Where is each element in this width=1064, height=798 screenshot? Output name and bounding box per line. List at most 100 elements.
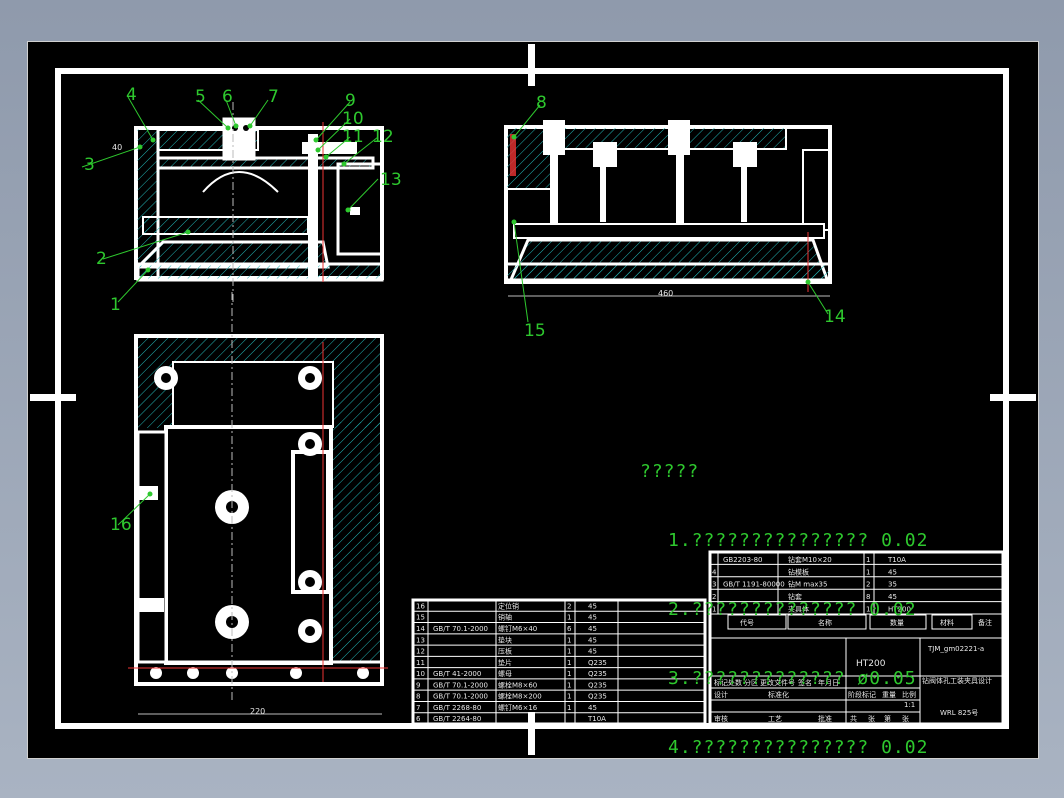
bom-left-name: 螺钉M6×40 bbox=[498, 624, 537, 633]
svg-text:审核: 审核 bbox=[714, 714, 728, 723]
svg-text:更改文件号: 更改文件号 bbox=[760, 678, 795, 687]
bom-left-no: 10 bbox=[416, 670, 425, 678]
bom-left-mat: Q235 bbox=[588, 659, 607, 667]
bom-left-name: 垫块 bbox=[498, 635, 512, 644]
bom-right-mat: HT200 bbox=[888, 606, 911, 614]
callout-9: 9 bbox=[345, 91, 356, 111]
svg-text:重量: 重量 bbox=[882, 691, 896, 699]
callout-6: 6 bbox=[222, 87, 233, 107]
title-scale: 1:1 bbox=[904, 701, 915, 709]
svg-text:第: 第 bbox=[884, 714, 891, 723]
bom-right-mat: 45 bbox=[888, 593, 897, 601]
bom-left-qty: 1 bbox=[567, 681, 571, 689]
bom-left-mat: 45 bbox=[588, 704, 597, 712]
note-2: 2.?????????????? 0.02 bbox=[668, 599, 917, 620]
bom-left-no: 9 bbox=[416, 681, 420, 689]
bom-left-qty: 1 bbox=[567, 636, 571, 644]
bom-right-name: 夹具体 bbox=[788, 605, 809, 614]
svg-text:张: 张 bbox=[902, 714, 909, 723]
bom-left-qty: 1 bbox=[567, 648, 571, 656]
bom-left-name: 螺钉M6×16 bbox=[498, 703, 538, 712]
bom-right-no: 4 bbox=[712, 568, 717, 576]
bom-right-qty: 8 bbox=[866, 593, 870, 601]
bom-left-no: 8 bbox=[416, 693, 420, 701]
bom-left-no: 11 bbox=[416, 659, 425, 667]
title-material: HT200 bbox=[856, 659, 886, 669]
technical-notes: ????? 1.??????????????? 0.02 2.?????????… bbox=[640, 414, 928, 782]
bom-right-no: 1 bbox=[712, 606, 716, 614]
bom-left-mat: Q235 bbox=[588, 693, 607, 701]
svg-text:张: 张 bbox=[868, 714, 875, 723]
note-4: 4.??????????????? 0.02 bbox=[668, 737, 929, 758]
bom-left-name: 螺栓M8×200 bbox=[498, 692, 542, 701]
bom-right-mat: T10A bbox=[887, 556, 906, 564]
svg-text:设计: 设计 bbox=[714, 690, 728, 699]
bom-left-code: GB/T 41-2000 bbox=[433, 670, 481, 678]
callout-8: 8 bbox=[536, 93, 547, 113]
bom-right-qty: 1 bbox=[866, 568, 870, 576]
bom-right-no: 3 bbox=[712, 581, 716, 589]
bom-right-name: 钻M max35 bbox=[788, 580, 827, 589]
svg-text:工艺: 工艺 bbox=[768, 715, 782, 723]
bom-left-no: 13 bbox=[416, 636, 425, 644]
bom-right-no: 2 bbox=[712, 593, 716, 601]
bom-right-mat: 35 bbox=[888, 581, 897, 589]
bom-left-mat: 45 bbox=[588, 614, 597, 622]
svg-text:标记: 标记 bbox=[714, 678, 728, 687]
title-name: 钻阀体孔工装夹具设计 bbox=[922, 676, 992, 685]
callout-12: 12 bbox=[372, 127, 394, 147]
bom-left-code: GB/T 70.1-2000 bbox=[433, 681, 488, 689]
svg-text:签名: 签名 bbox=[798, 678, 812, 687]
bom-left-qty: 1 bbox=[567, 704, 571, 712]
bom-left-code: GB/T 2268-80 bbox=[433, 704, 481, 712]
callout-10: 10 bbox=[342, 109, 364, 129]
bom-left-qty: 1 bbox=[567, 670, 571, 678]
bom-right-code: GB/T 1191-80000 bbox=[723, 581, 785, 589]
bom-left-qty: 6 bbox=[567, 625, 572, 633]
bom-left-name: 垫片 bbox=[498, 658, 512, 667]
svg-text:分区: 分区 bbox=[744, 678, 758, 687]
callout-14: 14 bbox=[824, 307, 846, 327]
bom-left-name: 压板 bbox=[498, 647, 512, 656]
svg-text:标准化: 标准化 bbox=[768, 690, 789, 699]
bom-right-qty: 1 bbox=[866, 556, 870, 564]
bom-right-h2: 数量 bbox=[890, 618, 904, 627]
svg-text:批准: 批准 bbox=[818, 714, 832, 723]
dim-left-width: 40 bbox=[112, 143, 122, 152]
svg-text:阶段标记: 阶段标记 bbox=[848, 690, 876, 699]
callout-2: 2 bbox=[96, 249, 107, 269]
title-school: WRL 825号 bbox=[940, 709, 978, 717]
note-1: 1.??????????????? 0.02 bbox=[668, 530, 929, 551]
drawing-canvas: 1 2 3 4 5 6 7 8 9 10 11 12 13 14 15 16 4… bbox=[27, 41, 1039, 759]
bom-left-mat: 45 bbox=[588, 636, 597, 644]
bom-right-h1: 名称 bbox=[818, 618, 832, 627]
bom-left-no: 15 bbox=[416, 614, 425, 622]
bom-left-name: 定位销 bbox=[498, 601, 519, 610]
bom-left-mat: 45 bbox=[588, 648, 597, 656]
bom-left-mat: 45 bbox=[588, 602, 597, 610]
bom-right-name: 钻套 bbox=[788, 592, 802, 601]
bom-left-code: GB/T 70.1-2000 bbox=[433, 693, 488, 701]
bom-left-no: 12 bbox=[416, 648, 425, 656]
bom-right-h4: 备注 bbox=[978, 618, 992, 627]
bom-left-no: 7 bbox=[416, 704, 420, 712]
bom-right-name: 钻套M10×20 bbox=[788, 555, 832, 564]
bom-right-mat: 45 bbox=[888, 568, 897, 576]
callout-11: 11 bbox=[342, 127, 364, 147]
callout-13: 13 bbox=[380, 170, 402, 190]
bom-left-qty: 2 bbox=[567, 602, 571, 610]
plan-view bbox=[128, 292, 388, 715]
callout-3: 3 bbox=[84, 155, 95, 175]
bom-right-qty: 1 bbox=[866, 606, 870, 614]
bom-left-no: 6 bbox=[416, 715, 421, 723]
bom-left-name: 销轴 bbox=[498, 613, 512, 622]
bom-left-name: 螺母 bbox=[498, 669, 512, 678]
bom-left-qty: 1 bbox=[567, 693, 571, 701]
bom-left-no: 16 bbox=[416, 602, 425, 610]
title-drawing-no: TJM_gm02221-a bbox=[927, 645, 984, 653]
bom-left-qty: 1 bbox=[567, 614, 571, 622]
svg-text:共: 共 bbox=[850, 714, 857, 723]
bom-left-mat: 45 bbox=[588, 625, 597, 633]
